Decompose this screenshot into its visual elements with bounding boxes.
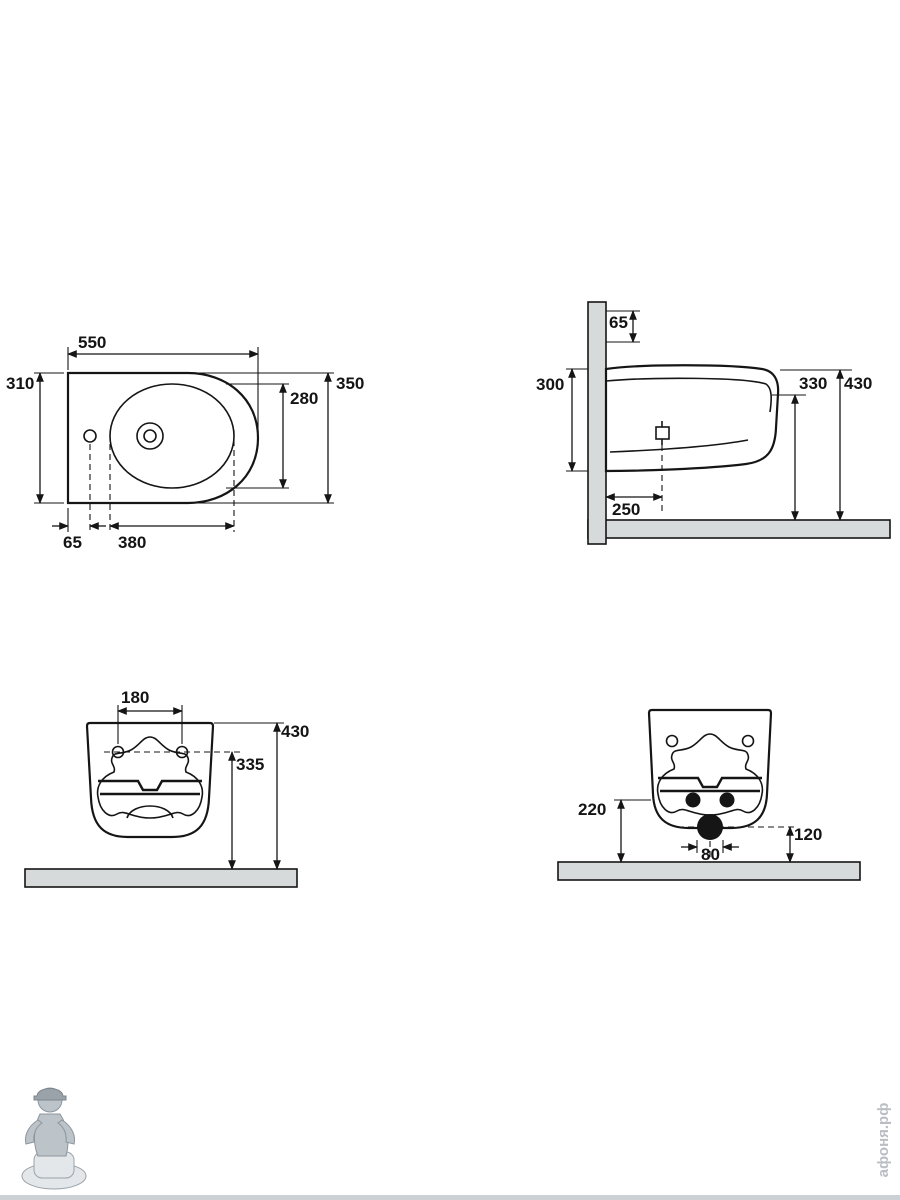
page-bottom-strip [0,1195,900,1200]
dim-380-label: 380 [118,533,146,552]
front-view: 180 430 335 [24,688,309,888]
dim-120-label: 120 [794,825,822,844]
dim-335-label: 335 [236,755,264,774]
dim-65-label: 65 [63,533,82,552]
dim-350-label: 350 [336,374,364,393]
rim-inner-line [605,377,772,413]
bolt-hole-right [719,792,735,808]
shell-inner-line [609,439,749,453]
tap-hole-outer [136,422,164,450]
bidet-side-outline [604,364,780,473]
dim-220-label: 220 [578,800,606,819]
dim-330-label: 330 [799,374,827,393]
floor-section-rear [557,861,861,881]
dim-550-label: 550 [78,333,106,352]
bowl-silhouette-front [96,736,204,819]
wall-section [587,301,607,545]
bidet-rear-outline [647,708,773,830]
side-view: 65 300 330 430 250 [536,301,891,545]
dim-430-front-label: 430 [281,722,309,741]
dim-310-label: 310 [6,374,34,393]
trap-arch-front [126,805,174,819]
mascot-logo [21,1087,87,1190]
dim-65-side-label: 65 [609,313,628,332]
watermark-text: афоня.рф [875,1103,892,1178]
floor-section [587,519,891,539]
dim-280-label: 280 [290,389,318,408]
rear-view: 220 80 120 [557,708,861,881]
fixing-hole-right-rear [741,734,755,748]
rim-band-rear [658,776,762,789]
mascot-cap [33,1088,67,1101]
fixing-hole-left-rear [665,734,679,748]
floor-section-front [24,868,298,888]
mascot-arm [57,1119,75,1145]
rim-band-front [98,779,202,792]
dim-300-label: 300 [536,375,564,394]
dim-180-label: 180 [121,688,149,707]
bolt-hole-left [685,792,701,808]
plan-view: 550 310 350 280 65 380 [6,333,364,552]
dim-80-label: 80 [701,845,720,864]
tap-hole-inner [143,429,157,443]
mascot-arm [25,1119,43,1145]
dim-250-label: 250 [612,500,640,519]
small-hole [83,429,97,443]
dim-430-side-label: 430 [844,374,872,393]
